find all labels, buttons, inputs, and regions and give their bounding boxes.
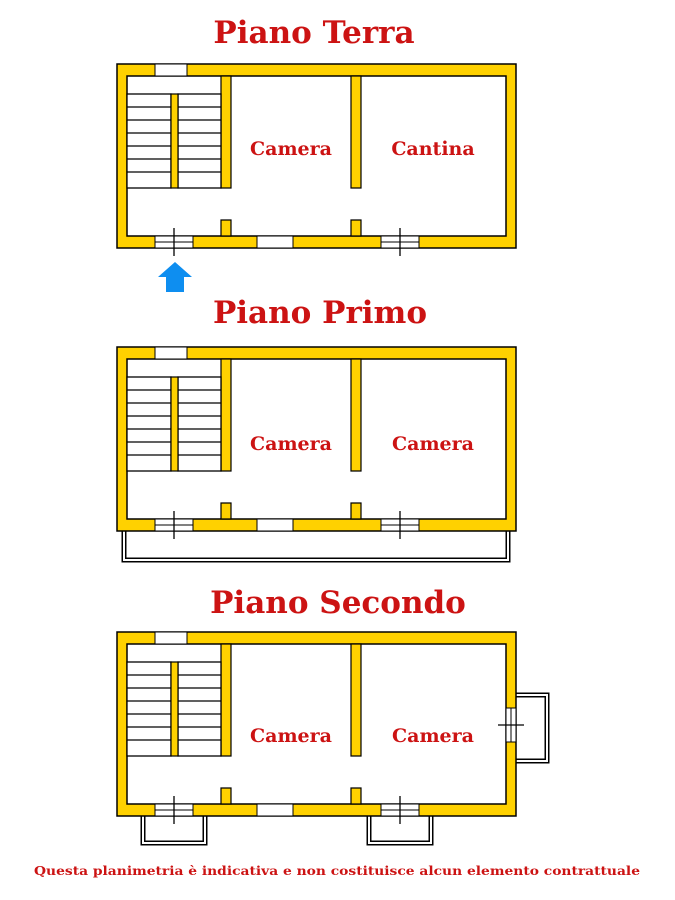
room-label: Camera (250, 138, 332, 160)
floor-plan-second: Camera Camera (116, 631, 550, 846)
disclaimer-text: Questa planimetria è indicativa e non co… (34, 863, 640, 878)
floor-plan-ground: Camera Cantina (116, 63, 517, 257)
room-label: Camera (250, 433, 332, 455)
arrow-up-icon (158, 262, 192, 292)
floor-title-second: Piano Secondo (210, 585, 466, 621)
floor-title-first: Piano Primo (213, 295, 427, 331)
room-label: Camera (392, 433, 474, 455)
floor-plan-first: Camera Camera (116, 346, 517, 563)
room-label: Camera (392, 725, 474, 747)
room-label: Cantina (391, 138, 474, 160)
room-label: Camera (250, 725, 332, 747)
floor-title-ground: Piano Terra (213, 15, 414, 51)
